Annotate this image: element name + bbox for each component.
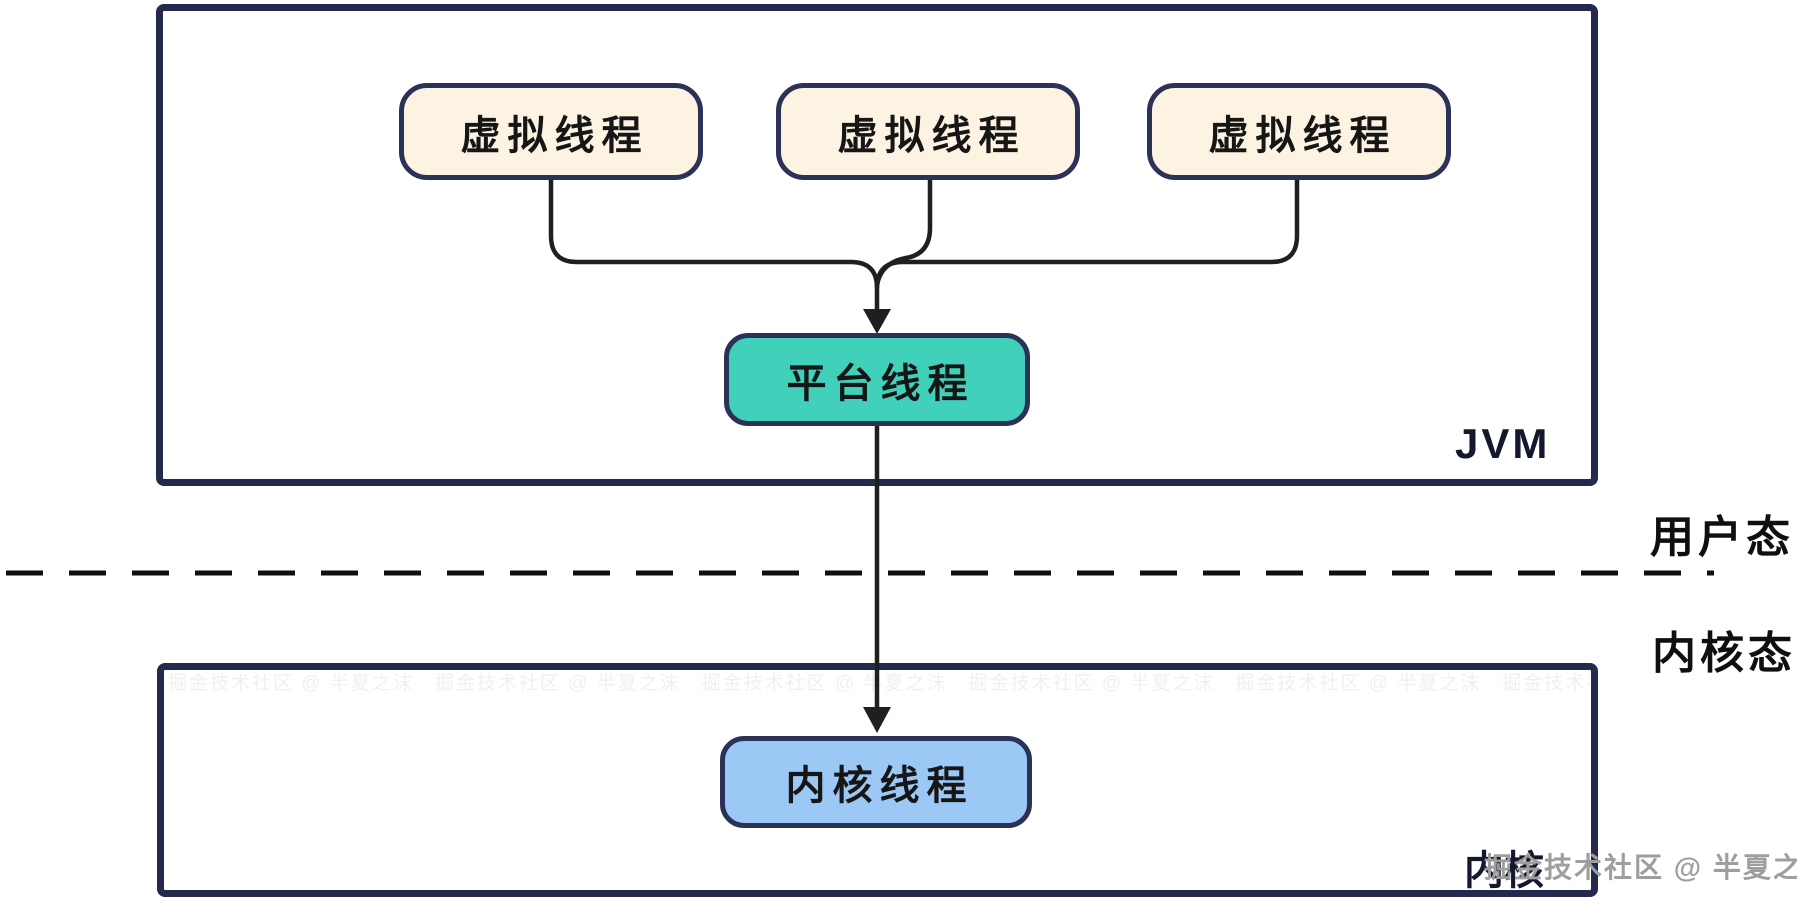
tiled-watermark-row: 掘金技术社区 @ 半夏之沫 掘金技术社区 @ 半夏之沫 掘金技术社区 @ 半夏之… [168,673,1590,694]
virtual-thread-label: 虚拟线程 [460,113,649,158]
user-mode-label: 用户态 [1650,513,1794,562]
virtual-thread-label: 虚拟线程 [837,113,1026,158]
virtual-thread-label: 虚拟线程 [1208,113,1397,158]
virtual-thread-node-3: 虚拟线程 [1147,83,1451,180]
kernel-thread-label: 内核线程 [785,764,974,808]
kernel-mode-label: 内核态 [1652,629,1796,678]
kernel-thread-node: 内核线程 [720,736,1032,828]
kernel-label: 内核 [1464,849,1544,893]
jvm-label: JVM [1455,420,1551,467]
platform-thread-label: 平台线程 [786,361,975,406]
virtual-thread-node-1: 虚拟线程 [399,83,703,180]
platform-thread-node: 平台线程 [724,333,1030,426]
credit-watermark: 掘金技术社区 @ 半夏之沫 [1484,852,1797,883]
virtual-thread-node-2: 虚拟线程 [776,83,1080,180]
